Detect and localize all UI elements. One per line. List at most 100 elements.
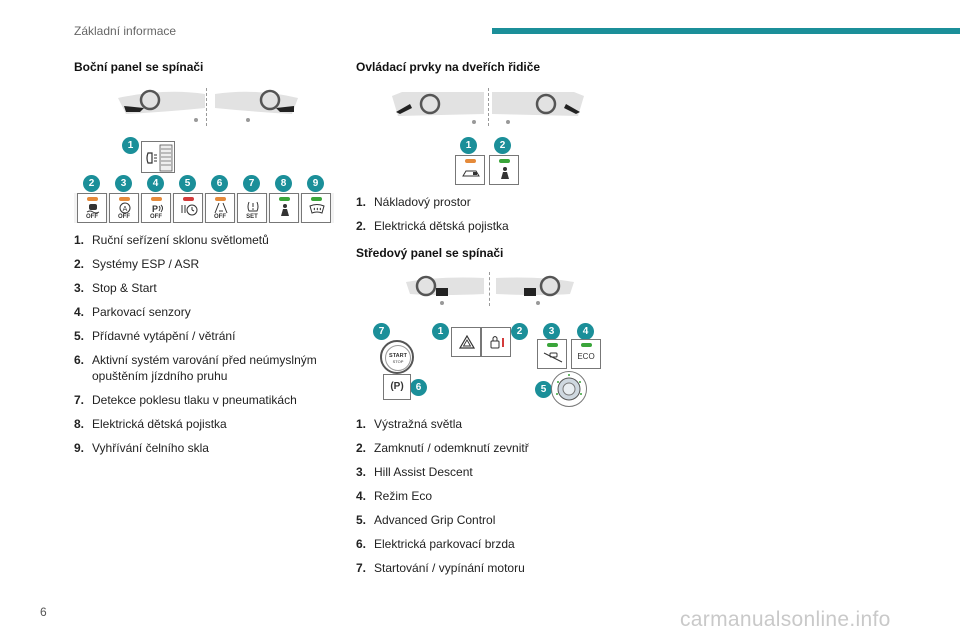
badge-8: 8 (275, 175, 292, 192)
page-number: 6 (40, 605, 47, 619)
parking-sensor-icon: P (152, 204, 163, 214)
cargo-area-button[interactable] (455, 155, 485, 185)
esp-car-icon (86, 204, 100, 214)
esp-off-button[interactable]: OFF (77, 193, 107, 223)
eco-label: ECO (577, 352, 595, 361)
child-lock-icon (281, 204, 289, 216)
list-item: 3.Stop & Start (74, 281, 157, 295)
svg-text:P: P (152, 204, 158, 214)
windscreen-heating-button[interactable] (301, 193, 331, 223)
list-item: 9.Vyhřívání čelního skla (74, 441, 209, 455)
list-item: 2.Elektrická dětská pojistka (356, 219, 509, 233)
tyre-pressure-set-label: SET (246, 214, 258, 220)
eco-mode-button[interactable]: ECO (571, 339, 601, 369)
lane-departure-button[interactable]: OFF (205, 193, 235, 223)
list-item: 6.Elektrická parkovací brzda (356, 537, 515, 551)
stop-start-off-label: OFF (118, 214, 130, 220)
badge-4: 4 (147, 175, 164, 192)
center-badge-2: 2 (511, 323, 528, 340)
headlamp-adjust-icon (146, 144, 173, 172)
badge-9: 9 (307, 175, 324, 192)
esp-led (87, 197, 98, 201)
windscreen-heat-icon (309, 204, 325, 214)
side-panel-dashboard-illustration (118, 89, 298, 122)
badge-7: 7 (243, 175, 260, 192)
list-item: 2.Systémy ESP / ASR (74, 257, 200, 271)
parking-brake-icon: (P) (390, 381, 404, 392)
start-stop-ring: START STOP (385, 345, 411, 371)
list-item: 4.Parkovací senzory (74, 305, 191, 319)
center-badge-3: 3 (543, 323, 560, 340)
watermark: carmanualsonline.info (680, 608, 891, 631)
heater-timer-icon (181, 204, 198, 216)
start-label: START (389, 353, 407, 359)
parking-sensors-button[interactable]: P OFF (141, 193, 171, 223)
windscreen-heating-led (311, 197, 322, 201)
lane-departure-icon (214, 202, 228, 214)
central-lock-button[interactable] (481, 327, 511, 357)
stop-start-button[interactable]: A OFF (109, 193, 139, 223)
headlamp-adjust-wheel[interactable] (141, 141, 175, 173)
start-stop-button[interactable]: START STOP (380, 340, 414, 374)
stop-label: STOP (392, 359, 404, 364)
lane-departure-off-label: OFF (214, 214, 226, 220)
center-badge-4: 4 (577, 323, 594, 340)
hazard-lights-button[interactable] (451, 327, 481, 357)
door-controls-title: Ovládací prvky na dveřích řidiče (356, 60, 541, 74)
door-child-lock-led (499, 159, 510, 163)
grip-control-knob[interactable] (551, 371, 587, 407)
list-item: 5.Přídavné vytápění / větrání (74, 329, 236, 343)
list-item: 7.Detekce poklesu tlaku v pneumatikách (74, 393, 297, 407)
parking-sensors-led (151, 197, 162, 201)
center-panel-list: 1.Výstražná světla 2.Zamknutí / odemknut… (356, 416, 656, 584)
tyre-pressure-button[interactable]: SET (237, 193, 267, 223)
center-badge-5: 5 (535, 381, 552, 398)
svg-text:A: A (123, 206, 128, 213)
list-item: 5.Advanced Grip Control (356, 513, 496, 527)
list-item: 1.Ruční seřízení sklonu světlometů (74, 233, 269, 247)
child-lock-led (279, 197, 290, 201)
stop-start-led (119, 197, 130, 201)
center-badge-6: 6 (410, 379, 427, 396)
tyre-pressure-icon (247, 201, 259, 212)
side-panel-title: Boční panel se spínači (74, 60, 204, 74)
door-dashboard-illustration (392, 92, 584, 124)
list-item: 3.Hill Assist Descent (356, 465, 473, 479)
lane-departure-led (215, 197, 226, 201)
door-dashboard-divider (488, 88, 489, 126)
door-badge-1: 1 (460, 137, 477, 154)
cargo-area-icon (462, 170, 480, 177)
center-dashboard-illustration (406, 275, 574, 305)
child-lock-button[interactable] (269, 193, 299, 223)
auxiliary-heating-led (183, 197, 194, 201)
grip-control-dial-icon (556, 374, 582, 401)
center-dashboard-divider (489, 272, 490, 306)
header-accent-bar (492, 28, 960, 34)
badge-3: 3 (115, 175, 132, 192)
list-item: 6.Aktivní systém varování před neúmyslný… (74, 353, 317, 383)
lock-icon (490, 336, 504, 349)
hill-descent-icon (543, 352, 563, 363)
header-title: Základní informace (74, 24, 177, 38)
hill-assist-led (547, 343, 558, 347)
parking-sensors-off-label: OFF (150, 214, 162, 220)
list-item: 8.Elektrická dětská pojistka (74, 417, 227, 431)
eco-led (581, 343, 592, 347)
badge-1: 1 (122, 137, 139, 154)
door-badge-2: 2 (494, 137, 511, 154)
center-panel-title: Středový panel se spínači (356, 246, 504, 260)
side-panel-list: 1.Ruční seřízení sklonu světlometů 2.Sys… (74, 232, 344, 464)
hazard-icon (459, 335, 475, 349)
center-badge-1: 1 (432, 323, 449, 340)
list-item: 1.Nákladový prostor (356, 195, 471, 209)
badge-2: 2 (83, 175, 100, 192)
auxiliary-heating-button[interactable] (173, 193, 203, 223)
badge-6: 6 (211, 175, 228, 192)
hill-assist-descent-button[interactable] (537, 339, 567, 369)
parking-brake-switch[interactable]: (P) (383, 374, 411, 400)
door-child-lock-button[interactable] (489, 155, 519, 185)
esp-off-label: OFF (86, 214, 98, 220)
list-item: 2.Zamknutí / odemknutí zevnitř (356, 441, 529, 455)
center-badge-7: 7 (373, 323, 390, 340)
dashboard-divider (206, 88, 207, 126)
